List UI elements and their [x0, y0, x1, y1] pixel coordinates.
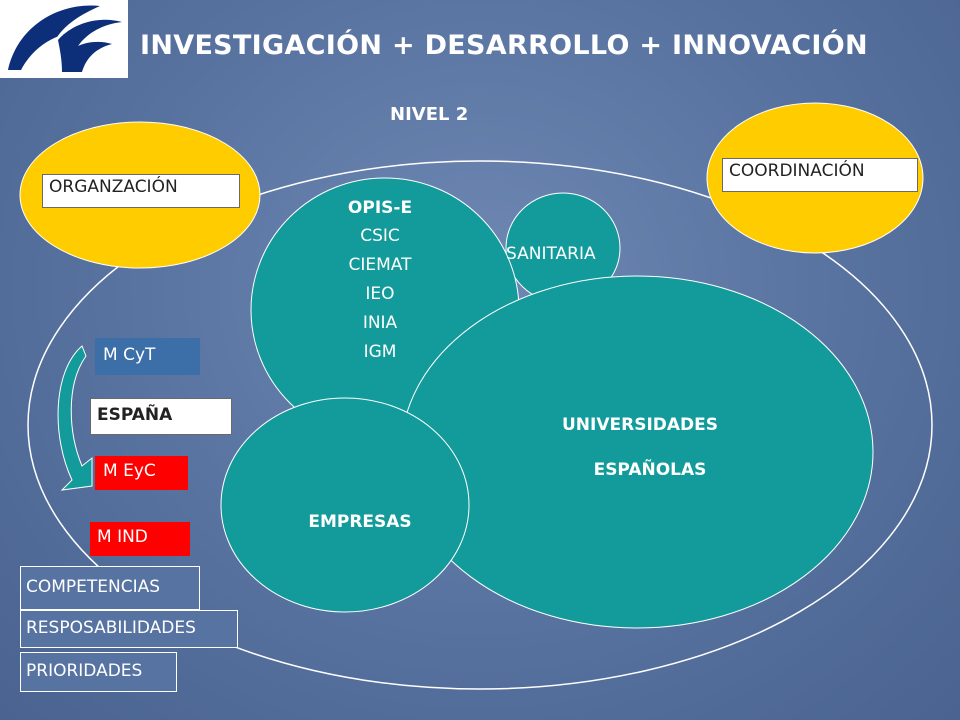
espana-label: ESPAÑA: [90, 398, 232, 435]
coordinacion-label: COORDINACIÓN: [722, 158, 918, 192]
m-eyc-label: M EyC: [95, 456, 188, 490]
opis-item: CSIC: [360, 226, 400, 246]
wave-logo-icon: [8, 5, 122, 72]
competencias-label: COMPETENCIAS: [20, 566, 200, 610]
empresas-circle: [220, 397, 470, 613]
sanitaria-label: SANITARIA: [506, 244, 596, 264]
opis-item: INIA: [362, 313, 398, 333]
opis-item: IGM: [363, 342, 397, 362]
responsabilidades-label: RESPOSABILIDADES: [20, 610, 238, 648]
page-title: INVESTIGACIÓN + DESARROLLO + INNOVACIÓN: [140, 30, 868, 61]
m-ind-label: M IND: [90, 522, 190, 556]
opis-item: IEO: [365, 284, 395, 304]
level-subtitle: NIVEL 2: [390, 104, 469, 125]
organizacion-label: ORGANZACIÓN: [42, 174, 240, 208]
universidades-ellipse: [400, 275, 874, 629]
prioridades-label: PRIORIDADES: [20, 652, 177, 692]
universidades-label: UNIVERSIDADES: [561, 415, 719, 435]
m-cyt-label: M CyT: [95, 338, 200, 375]
logo: [0, 0, 128, 78]
empresas-label: EMPRESAS: [308, 512, 412, 532]
opis-item: CIEMAT: [348, 255, 412, 275]
outer-boundary-ellipse: [27, 160, 933, 690]
opis-heading: OPIS-E: [347, 198, 413, 218]
cycle-arrow-icon: [57, 345, 93, 491]
espanolas-label: ESPAÑOLAS: [593, 460, 707, 480]
